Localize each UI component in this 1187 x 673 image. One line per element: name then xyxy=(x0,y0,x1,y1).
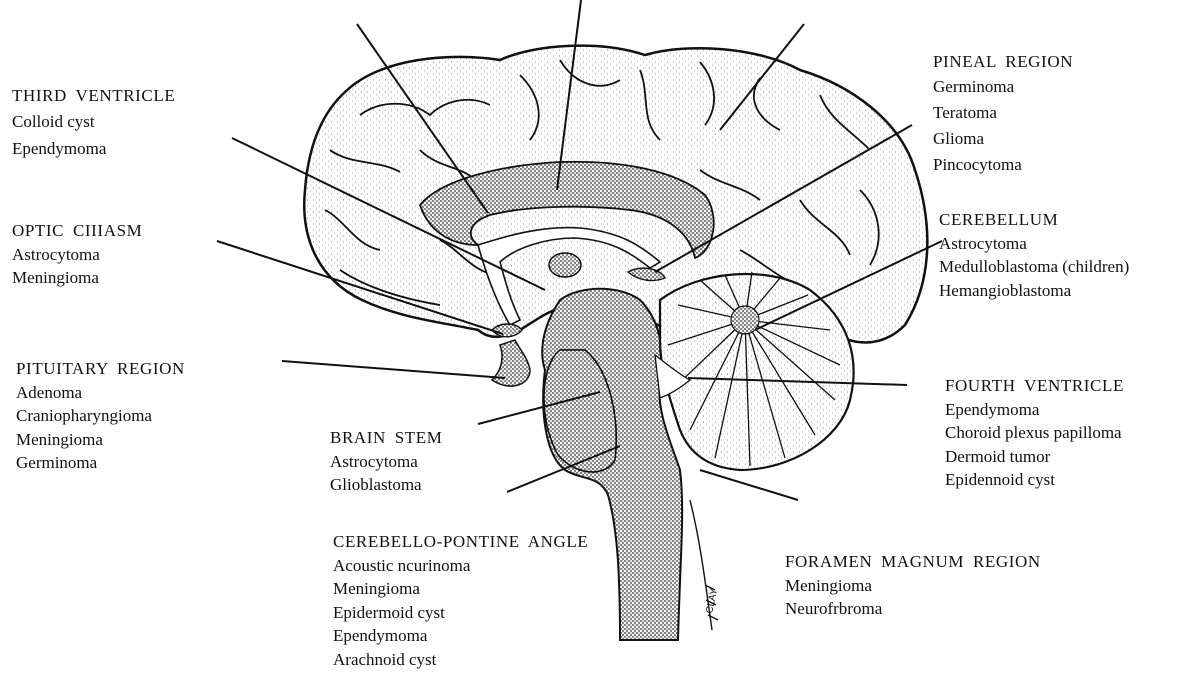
tumor-item: Epidermoid cyst xyxy=(333,601,588,625)
massa-intermedia xyxy=(549,253,581,277)
tumor-item: Choroid plexus papilloma xyxy=(945,421,1124,445)
optic-chiasm-shape xyxy=(492,324,522,337)
label-optic-chiasm: OPTIC CIIIASM Astrocytoma Meningioma xyxy=(12,219,142,290)
tumor-item: Adenoma xyxy=(16,381,185,405)
tumor-item: Meningioma xyxy=(16,428,185,452)
leader-line-pituitary xyxy=(282,361,505,378)
tumor-item: Medulloblastoma (children) xyxy=(939,255,1129,279)
label-brain-stem: BRAIN STEM Astrocytoma Glioblastoma xyxy=(330,426,442,497)
tumor-item: Meningioma xyxy=(12,266,142,290)
heading-fourth-ventricle: FOURTH VENTRICLE xyxy=(945,374,1124,398)
tumor-item: Teratoma xyxy=(933,100,1073,126)
tumor-item: Astrocytoma xyxy=(939,232,1129,256)
label-fourth-ventricle: FOURTH VENTRICLE Ependymoma Choroid plex… xyxy=(945,374,1124,492)
tumor-item: Arachnoid cyst xyxy=(333,648,588,672)
tumor-item: Meningioma xyxy=(333,577,588,601)
tumor-item: Colloid cyst xyxy=(12,108,175,135)
label-cerebellum: CEREBELLUM Astrocytoma Medulloblastoma (… xyxy=(939,208,1129,302)
label-pineal-region: PINEAL REGION Germinoma Teratoma Glioma … xyxy=(933,50,1073,178)
heading-cerebellum: CEREBELLUM xyxy=(939,208,1129,232)
tumor-item: Glioblastoma xyxy=(330,473,442,497)
tumor-item: Pincocytoma xyxy=(933,152,1073,178)
tumor-item: Ependymoma xyxy=(945,398,1124,422)
tumor-item: Hemangioblastoma xyxy=(939,279,1129,303)
cerebellum-shape xyxy=(660,272,854,470)
tumor-item: Meningioma xyxy=(785,574,1041,598)
heading-optic-chiasm: OPTIC CIIIASM xyxy=(12,219,142,243)
tumor-item: Craniopharyngioma xyxy=(16,404,185,428)
label-foramen-magnum-region: FORAMEN MAGNUM REGION Meningioma Neurofr… xyxy=(785,550,1041,621)
label-third-ventricle: THIRD VENTRICLE Colloid cyst Ependymoma xyxy=(12,84,175,162)
tumor-item: Ependymoma xyxy=(333,624,588,648)
label-pituitary-region: PITUITARY REGION Adenoma Craniopharyngio… xyxy=(16,357,185,475)
leader-line-foramen-magnum xyxy=(700,470,798,500)
tumor-item: Epidennoid cyst xyxy=(945,468,1124,492)
heading-pituitary-region: PITUITARY REGION xyxy=(16,357,185,381)
pituitary-gland xyxy=(492,340,530,386)
tumor-item: Astrocytoma xyxy=(12,243,142,267)
tumor-item: Astrocytoma xyxy=(330,450,442,474)
tumor-item: Glioma xyxy=(933,126,1073,152)
tumor-item: Neurofrbroma xyxy=(785,597,1041,621)
heading-brain-stem: BRAIN STEM xyxy=(330,426,442,450)
tumor-item: Acoustic ncurinoma xyxy=(333,554,588,578)
heading-cerebellopontine-angle: CEREBELLO-PONTINE ANGLE xyxy=(333,530,588,554)
tumor-item: Dermoid tumor xyxy=(945,445,1124,469)
tumor-item: Ependymoma xyxy=(12,135,175,162)
label-cerebellopontine-angle: CEREBELLO-PONTINE ANGLE Acoustic ncurino… xyxy=(333,530,588,671)
heading-pineal-region: PINEAL REGION xyxy=(933,50,1073,74)
tumor-item: Germinoma xyxy=(933,74,1073,100)
tumor-item: Germinoma xyxy=(16,451,185,475)
heading-third-ventricle: THIRD VENTRICLE xyxy=(12,84,175,108)
heading-foramen-magnum-region: FORAMEN MAGNUM REGION xyxy=(785,550,1041,574)
